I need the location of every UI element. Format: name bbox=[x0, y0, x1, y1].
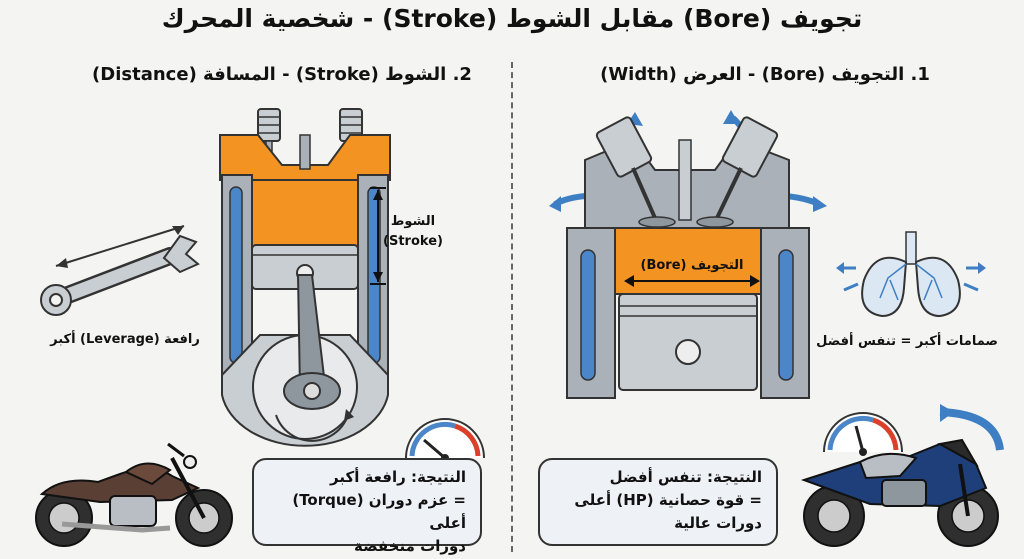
tachometer-icon bbox=[405, 418, 485, 462]
tachometer-icon bbox=[823, 412, 903, 456]
bore-result-line-3: دورات عالية bbox=[674, 514, 762, 532]
big-left-valve bbox=[595, 116, 676, 228]
bore-result-line-2: = قوة حصانية (HP) أعلى bbox=[574, 491, 762, 509]
page-title: تجويف (Bore) مقابل الشوط (Stroke) - شخصي… bbox=[161, 4, 863, 33]
stroke-arrow-icon bbox=[370, 187, 386, 285]
stroke-result-line-2: = عزم دوران (Torque) أعلى bbox=[292, 491, 466, 532]
valves-label: صمامات أكبر = تنفس أفضل bbox=[816, 334, 998, 349]
bore-result-box: النتيجة: تنفس أفضل = قوة حصانية (HP) أعل… bbox=[538, 458, 778, 546]
long-stroke-engine-illustration bbox=[219, 108, 391, 447]
bore-section-heading: 1. التجويف (Bore) - العرض (Width) bbox=[600, 64, 930, 85]
leverage-label: رافعة (Leverage) أكبر bbox=[50, 332, 200, 347]
section-divider bbox=[511, 62, 513, 552]
stroke-result-line-1: النتيجة: رافعة أكبر bbox=[330, 468, 466, 486]
stroke-label-en: (Stroke) bbox=[383, 234, 443, 249]
cruiser-motorcycle-icon bbox=[35, 442, 233, 547]
bore-result-line-1: النتيجة: تنفس أفضل bbox=[609, 468, 762, 486]
lungs-icon bbox=[836, 231, 986, 318]
bore-label: التجويف (Bore) bbox=[640, 258, 744, 273]
bore-arrow-icon bbox=[624, 275, 760, 287]
sport-motorcycle-icon bbox=[800, 404, 1004, 547]
wrench-icon bbox=[40, 225, 200, 316]
stroke-result-line-3: دورات منخفضة bbox=[354, 537, 466, 555]
big-right-valve bbox=[696, 116, 779, 228]
big-bore-engine-illustration bbox=[549, 110, 827, 399]
stroke-result-box: النتيجة: رافعة أكبر = عزم دوران (Torque)… bbox=[252, 458, 482, 555]
stroke-section-heading: 2. الشوط (Stroke) - المسافة (Distance) bbox=[92, 64, 472, 85]
stroke-label-ar: الشوط bbox=[390, 214, 436, 229]
